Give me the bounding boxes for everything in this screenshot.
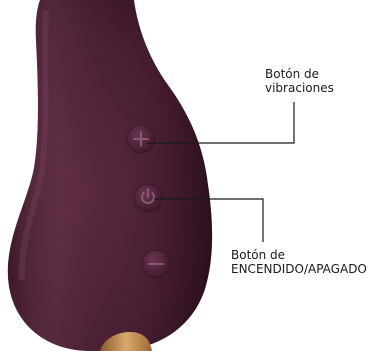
vibration-label-line1: Botón de bbox=[265, 67, 334, 81]
vibration-button[interactable] bbox=[127, 125, 155, 153]
power-button[interactable] bbox=[134, 184, 162, 212]
power-button-label: Botón de ENCENDIDO/APAGADO bbox=[231, 248, 367, 276]
device-body bbox=[8, 0, 212, 351]
vibration-button-label: Botón de vibraciones bbox=[265, 67, 334, 95]
minus-button[interactable] bbox=[142, 250, 170, 278]
vibration-label-line2: vibraciones bbox=[265, 81, 334, 95]
power-label-line1: Botón de bbox=[231, 248, 367, 262]
power-label-line2: ENCENDIDO/APAGADO bbox=[231, 262, 367, 276]
